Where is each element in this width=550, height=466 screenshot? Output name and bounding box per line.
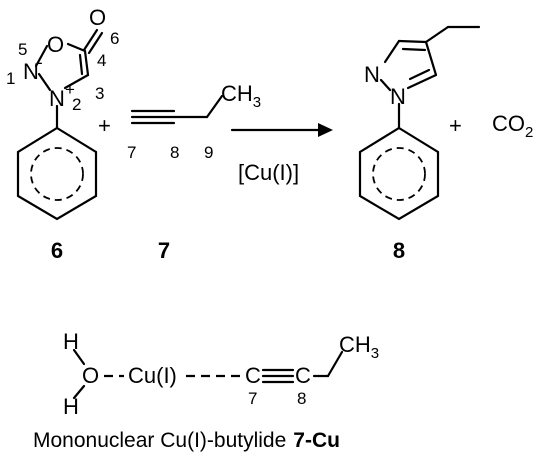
c8-nitrogen-1: N	[390, 84, 406, 109]
c6-locant-5: 5	[18, 40, 27, 59]
c6-locant-1: 1	[6, 69, 15, 88]
c6-carbonyl-oxygen: O	[89, 5, 106, 30]
intermediate-locant-7: 7	[248, 389, 257, 408]
co2-product: CO2	[492, 111, 533, 141]
compound-8-structure	[358, 25, 481, 221]
compound-6-label: 6	[51, 238, 63, 263]
c7-locant-7: 7	[127, 143, 136, 162]
c8-nitrogen-2: N	[364, 62, 380, 87]
c6-nitrogen-1: N	[23, 59, 39, 84]
compound-7-label: 7	[158, 238, 170, 263]
c6-locant-4: 4	[97, 51, 106, 70]
c7-methyl-group: CH3	[221, 81, 261, 111]
compound-7-structure	[130, 94, 224, 125]
reaction-arrow	[230, 123, 333, 137]
compound-8-label: 8	[393, 238, 405, 263]
compound-6-structure	[16, 28, 104, 221]
intermediate-oxygen: O	[82, 363, 99, 388]
c6-n-plus-charge: +	[65, 80, 75, 99]
c7-locant-9: 9	[204, 143, 213, 162]
c6-nitrogen-2: N	[49, 86, 65, 111]
c6-n-minus-charge: -	[37, 53, 43, 72]
intermediate-methyl-group: CH3	[339, 332, 379, 362]
intermediate-copper: Cu(I)	[128, 363, 177, 388]
c6-locant-3: 3	[95, 84, 104, 103]
intermediate-carbon-7: C	[245, 363, 261, 388]
intermediate-carbon-8: C	[295, 363, 311, 388]
c7-locant-8: 8	[170, 143, 179, 162]
c6-ring-oxygen: O	[47, 32, 64, 57]
intermediate-7cu-structure	[72, 348, 344, 400]
c6-locant-6: 6	[110, 29, 119, 48]
plus-sign-1: +	[98, 113, 111, 138]
plus-sign-2: +	[449, 113, 462, 138]
intermediate-locant-8: 8	[297, 389, 306, 408]
catalyst-label: [Cu(I)]	[238, 160, 299, 185]
intermediate-hydrogen-bottom: H	[63, 394, 79, 419]
c6-locant-2: 2	[72, 95, 81, 114]
intermediate-hydrogen-top: H	[63, 329, 79, 354]
